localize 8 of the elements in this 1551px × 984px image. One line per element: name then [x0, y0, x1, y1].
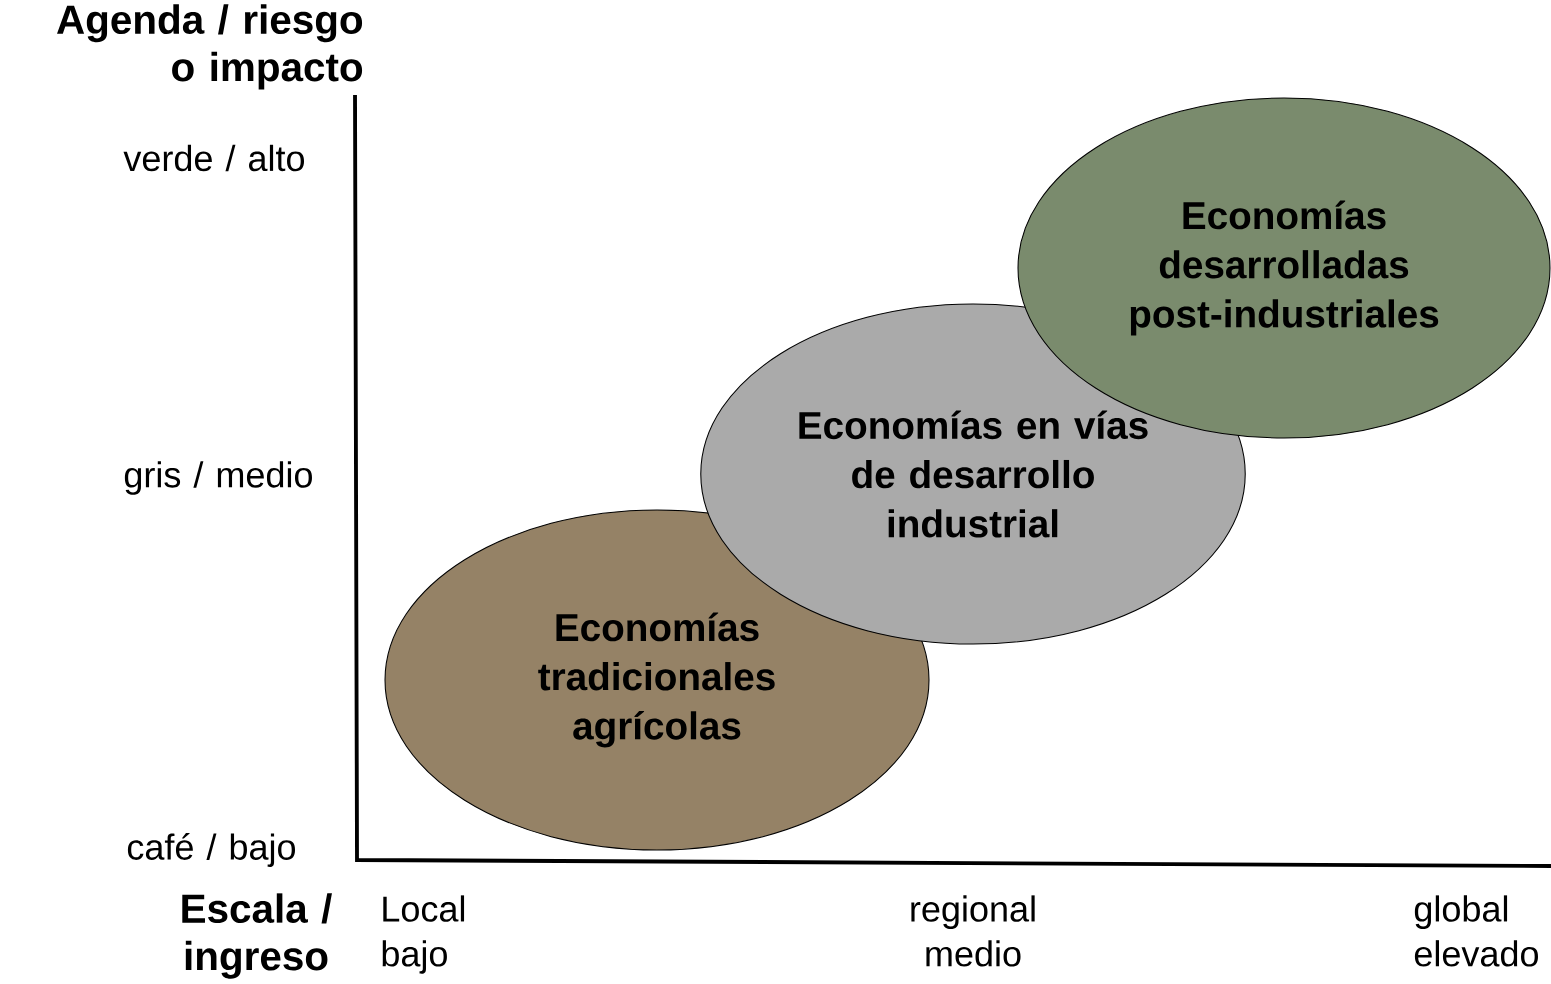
axis-title: Agenda / riesgo o impacto [57, 4, 363, 90]
axis-tick-label: gris / medio [124, 461, 312, 495]
axis-tick-label: Local bajo [382, 895, 465, 974]
axis-tick-label: verde / alto [123, 144, 305, 172]
axis-tick-label: global elevado [1414, 895, 1538, 967]
axis-tick-label: café / bajo [127, 833, 296, 867]
axis-title: Escala / ingreso [182, 893, 332, 979]
axis-tick-label: regional medio [911, 895, 1035, 967]
